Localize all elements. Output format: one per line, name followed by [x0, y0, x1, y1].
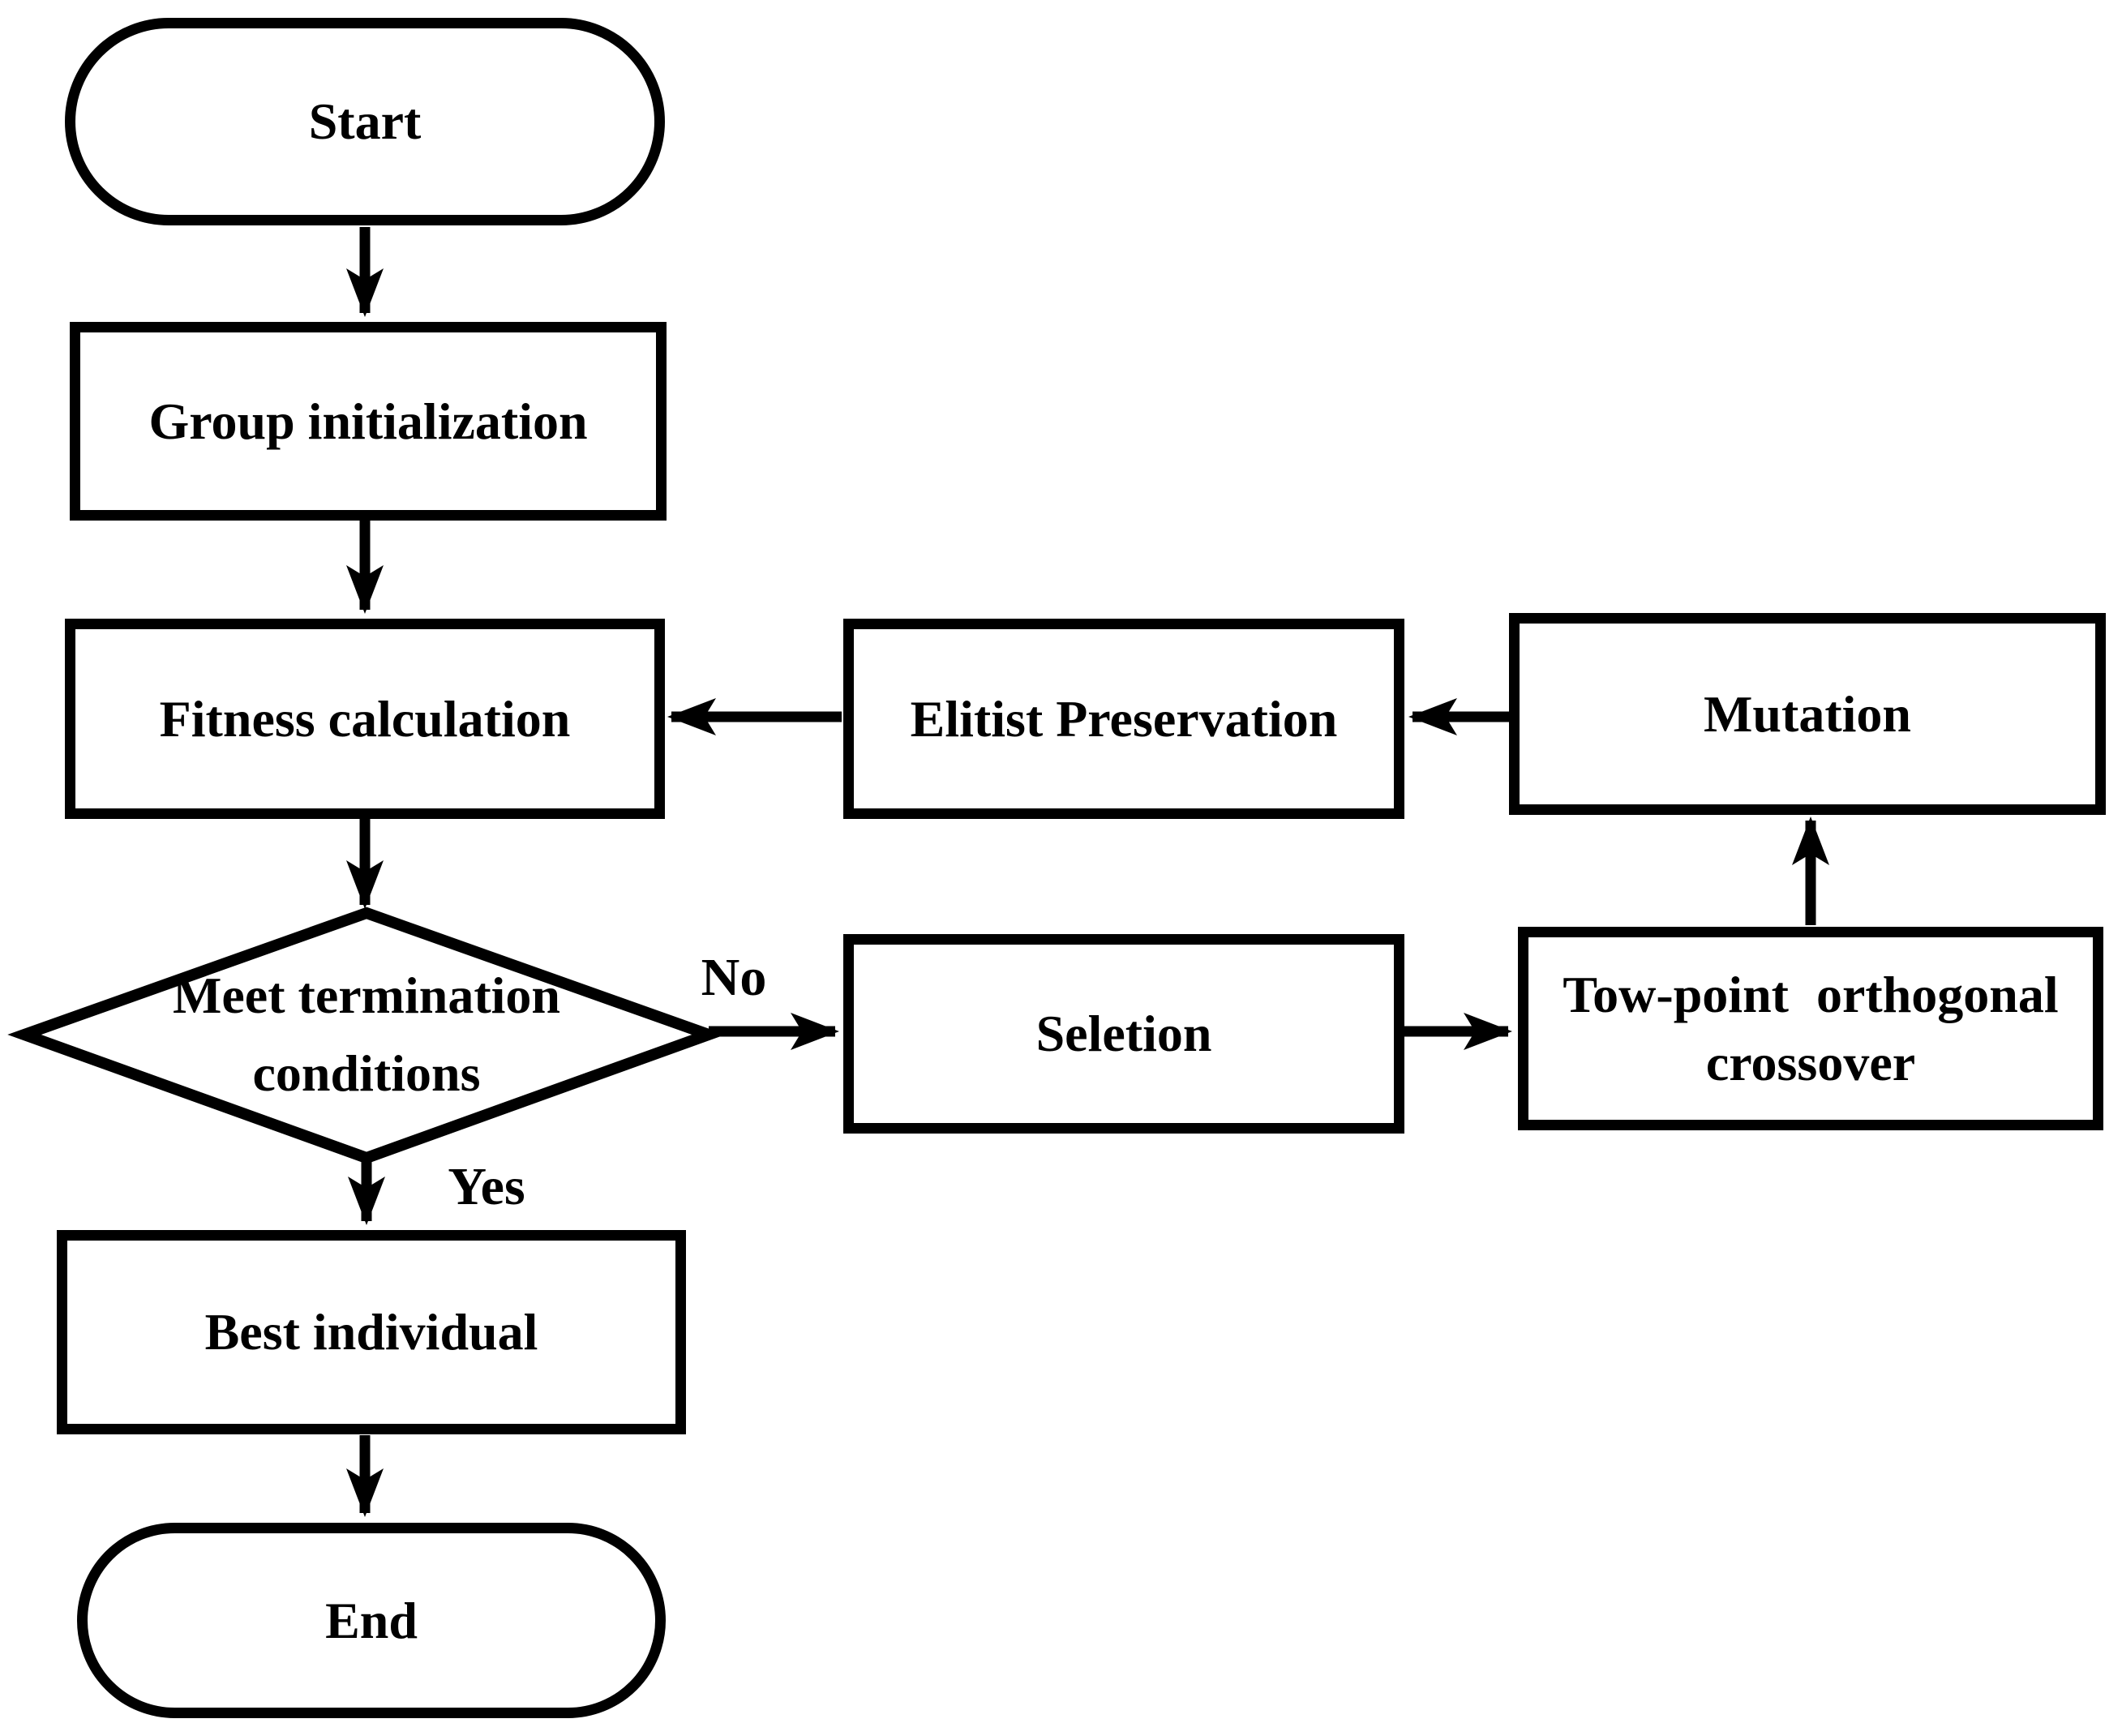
node-termination-decision-label: Meet termination conditions [123, 943, 610, 1126]
node-elitist-preservation-label: Elitist Preservation [910, 689, 1338, 748]
label-no: No [701, 948, 767, 1007]
node-mutation-label: Mutation [1704, 684, 1911, 743]
crossover-label-line1: Tow-point orthogonal [1563, 966, 2059, 1024]
label-yes: Yes [448, 1157, 525, 1216]
crossover-label-line2: crossover [1705, 1033, 1916, 1091]
node-end-label: End [325, 1591, 418, 1649]
node-fitness-calculation-label: Fitness calculation [159, 689, 571, 748]
node-crossover: Tow-point orthogonal crossover [1518, 927, 2103, 1130]
node-best-individual: Best individual [57, 1230, 686, 1434]
node-crossover-label: Tow-point orthogonal crossover [1563, 961, 2058, 1095]
node-selection-label: Seletion [1035, 1005, 1212, 1063]
termination-label-line1: Meet termination [172, 967, 561, 1024]
node-start-label: Start [308, 92, 422, 151]
node-start: Start [65, 18, 665, 225]
node-group-initialization-label: Group initialization [148, 392, 588, 450]
node-best-individual-label: Best individual [204, 1303, 538, 1361]
node-elitist-preservation: Elitist Preservation [843, 619, 1404, 819]
node-mutation: Mutation [1509, 613, 2106, 815]
node-selection: Seletion [843, 934, 1404, 1134]
termination-label-line2: conditions [252, 1044, 481, 1102]
node-end: End [77, 1523, 666, 1718]
node-fitness-calculation: Fitness calculation [65, 619, 665, 819]
node-group-initialization: Group initialization [70, 322, 667, 521]
